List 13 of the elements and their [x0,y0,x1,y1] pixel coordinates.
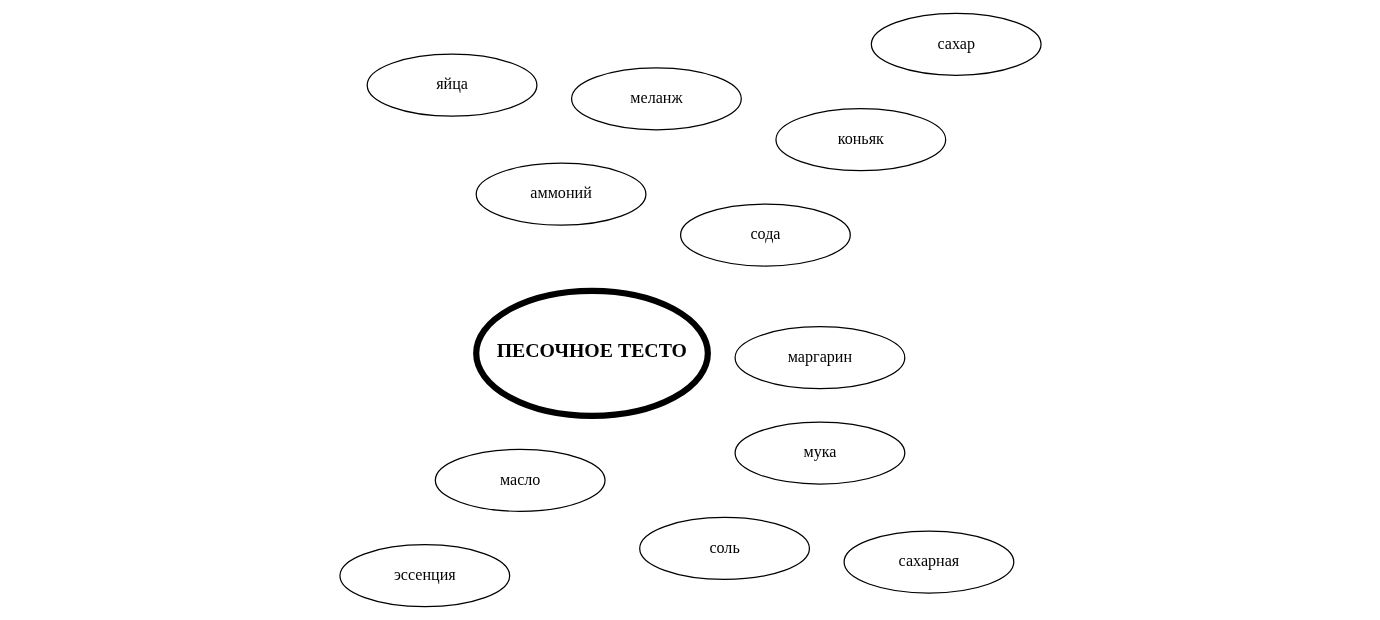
node-ellipse: сода [679,203,851,267]
node-ellipse: коньяк [774,108,946,172]
node-ellipse: сахарная [843,530,1014,594]
node-ellipse: сахар [870,12,1042,76]
node-ellipse: эссенция [338,544,510,608]
node-ellipse: маргарин [733,326,905,390]
node-ellipse: аммоний [475,162,647,226]
node-ellipse: меланж [570,67,742,131]
node-ellipse: соль [638,516,810,581]
node-ellipse: ПЕСОЧНОЕ ТЕСТО [472,287,711,419]
node-ellipse: мука [733,421,905,485]
node-ellipse: масло [434,448,606,512]
node-ellipse: яйца [366,53,537,117]
